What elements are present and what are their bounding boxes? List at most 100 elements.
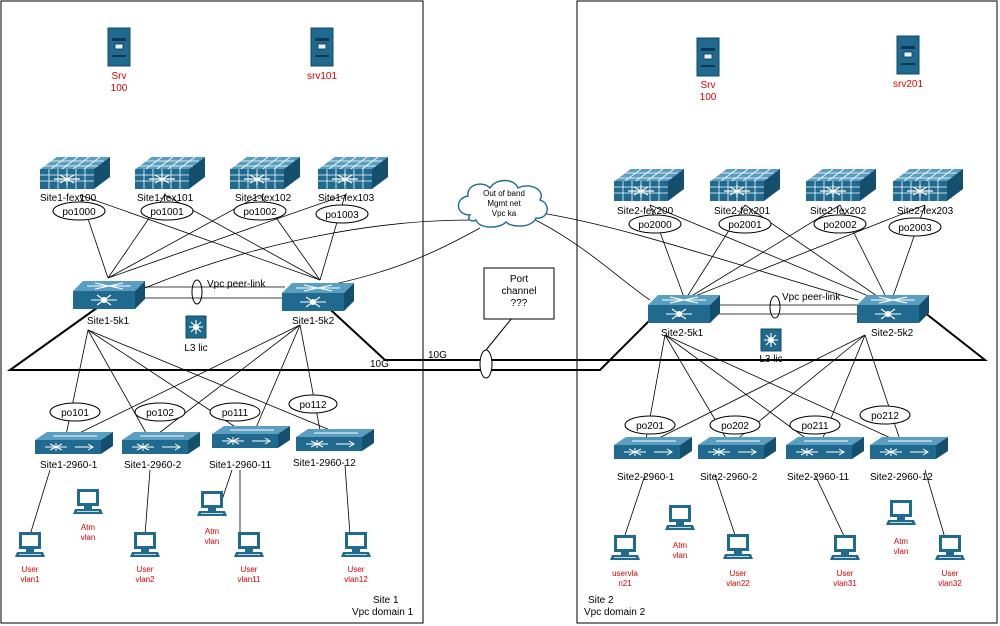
portchannel-label: po201 bbox=[636, 421, 664, 432]
cloud-label: Vpc ka bbox=[492, 209, 517, 218]
fex-label: Site2-fex200 bbox=[617, 206, 674, 217]
layer3-switch-icon bbox=[760, 328, 782, 352]
fex-label: Site1-fex100 bbox=[40, 193, 97, 204]
workstation-icon bbox=[609, 534, 641, 561]
pc-site1-atm-2: Atm vlan bbox=[196, 490, 228, 546]
ten-gig-label: 10G bbox=[370, 359, 389, 370]
site1-frame bbox=[0, 0, 424, 624]
nexus-switch-icon bbox=[647, 294, 721, 324]
server-label: 100 bbox=[700, 92, 717, 103]
access-switch-icon bbox=[295, 428, 375, 452]
pc-label: Atm bbox=[894, 537, 909, 546]
workstation-icon bbox=[664, 504, 696, 531]
fex-label: Site1-fex102 bbox=[235, 193, 292, 204]
pc-site2-user-vlan22: User vlan22 bbox=[722, 533, 754, 588]
peer-link-ellipse-site2 bbox=[769, 295, 781, 319]
access-switch-icon bbox=[869, 436, 949, 460]
portchannel-label: po2002 bbox=[823, 220, 857, 231]
fex-portchannels-site2: po2000 po2001 po2002 po2003 bbox=[628, 214, 942, 237]
nexus-label: Site2-5k2 bbox=[871, 328, 914, 339]
port-channel-box: Port channel ??? bbox=[483, 267, 555, 320]
server-label: Srv bbox=[112, 71, 127, 82]
port-channel-label: Port bbox=[510, 274, 529, 285]
portchannel-label: po2003 bbox=[898, 223, 932, 234]
pc-label: vlan1 bbox=[20, 575, 40, 584]
portchannel-label: po1003 bbox=[325, 210, 359, 221]
server-label: 100 bbox=[111, 83, 128, 94]
site1-caption: Site 1 bbox=[373, 595, 399, 606]
thin-links bbox=[29, 194, 946, 539]
pc-label: User bbox=[22, 565, 39, 574]
access-switch-icon bbox=[34, 431, 114, 455]
pc-label: vlan12 bbox=[344, 575, 368, 584]
pc-label: vlan bbox=[673, 551, 688, 560]
server-srv100-site2: Srv 100 bbox=[696, 37, 720, 103]
pc-label: Atm bbox=[205, 527, 220, 536]
fex-label: Site1-fex103 bbox=[318, 193, 375, 204]
portchannel-label: po1000 bbox=[62, 207, 96, 218]
server-srv201: srv201 bbox=[893, 35, 923, 90]
server-label: srv201 bbox=[893, 79, 923, 90]
portchannel-label: po212 bbox=[871, 411, 899, 422]
workstation-icon bbox=[934, 534, 966, 561]
fabric-extender-icon bbox=[805, 168, 877, 202]
access-portchannels-site1: po101 po102 po111 po112 bbox=[49, 394, 338, 422]
access-switch-label: Site2-2960-12 bbox=[870, 472, 933, 483]
pc-site1-user-vlan11: User vlan11 bbox=[233, 531, 265, 584]
portchannel-label: po1002 bbox=[243, 207, 277, 218]
pc-site2-atm-2: Atm vlan bbox=[885, 499, 917, 556]
server-label: srv101 bbox=[307, 71, 337, 82]
pc-label: vlan32 bbox=[938, 579, 962, 588]
nexus-switch-icon bbox=[856, 294, 930, 324]
fex-portchannels-site1: po1000 po1001 po1002 po1003 bbox=[52, 201, 369, 224]
workstation-icon bbox=[340, 531, 372, 558]
cloud-icon: Out of band Mgmt net Vpc ka bbox=[457, 179, 548, 228]
portchannel-label: po202 bbox=[721, 421, 749, 432]
portchannel-label: po1001 bbox=[150, 207, 184, 218]
pc-site1-atm-1: Atm vlan bbox=[72, 488, 104, 542]
workstation-icon bbox=[72, 488, 104, 515]
peer-link-label: Vpc peer-link bbox=[782, 292, 841, 303]
pc-label: vlan bbox=[894, 547, 909, 556]
server-icon bbox=[696, 37, 720, 77]
layer3-switch-icon bbox=[185, 315, 207, 339]
fabric-extender-icon bbox=[709, 168, 781, 202]
fabric-extender-icon bbox=[613, 168, 685, 202]
ten-gig-links bbox=[6, 299, 988, 371]
fabric-extender-icon bbox=[892, 168, 964, 202]
pc-label: Atm bbox=[81, 523, 96, 532]
pc-site1-user-vlan2: User vlan2 bbox=[129, 531, 161, 584]
server-label: Srv bbox=[701, 80, 716, 91]
server-srv101: srv101 bbox=[307, 27, 337, 82]
access-switch-icon bbox=[785, 436, 865, 460]
access-switch-label: Site1-2960-12 bbox=[293, 458, 356, 469]
pc-label: User bbox=[730, 569, 747, 578]
fabric-extender-icon bbox=[134, 156, 206, 190]
portchannel-label: po2000 bbox=[638, 220, 672, 231]
fex-label: Site2-fex201 bbox=[714, 206, 771, 217]
pc-label: Atm bbox=[673, 541, 688, 550]
fabric-extender-icon bbox=[229, 156, 301, 190]
workstation-icon bbox=[14, 531, 46, 558]
server-icon bbox=[107, 27, 131, 67]
pc-label: vlan22 bbox=[726, 579, 750, 588]
pc-site1-user-vlan1: User vlan1 bbox=[14, 531, 46, 584]
fex-label: Site1-fex101 bbox=[137, 193, 194, 204]
ten-gig-label: 10G bbox=[428, 350, 447, 361]
portchannel-label: po102 bbox=[146, 408, 174, 419]
access-switch-label: Site2-2960-1 bbox=[617, 472, 675, 483]
nexus-label: Site2-5k1 bbox=[661, 328, 704, 339]
pc-site2-uservlan21: uservla n21 bbox=[609, 534, 641, 588]
site2-caption: Site 2 bbox=[588, 595, 614, 606]
nexus-label: Site1-5k1 bbox=[87, 316, 130, 327]
pc-site2-user-vlan32: User vlan32 bbox=[934, 534, 966, 588]
portchannel-label: po101 bbox=[61, 408, 89, 419]
peer-link-ellipse-site1 bbox=[191, 279, 203, 305]
pc-label: n21 bbox=[618, 579, 632, 588]
portchannel-label: po111 bbox=[222, 408, 249, 419]
access-switch-label: Site2-2960-2 bbox=[700, 472, 758, 483]
l3-label: L3 lic bbox=[184, 343, 207, 354]
fex-label: Site2-fex202 bbox=[810, 206, 867, 217]
portchannel-label: po112 bbox=[299, 400, 327, 411]
access-switch-label: Site2-2960-11 bbox=[787, 472, 850, 483]
